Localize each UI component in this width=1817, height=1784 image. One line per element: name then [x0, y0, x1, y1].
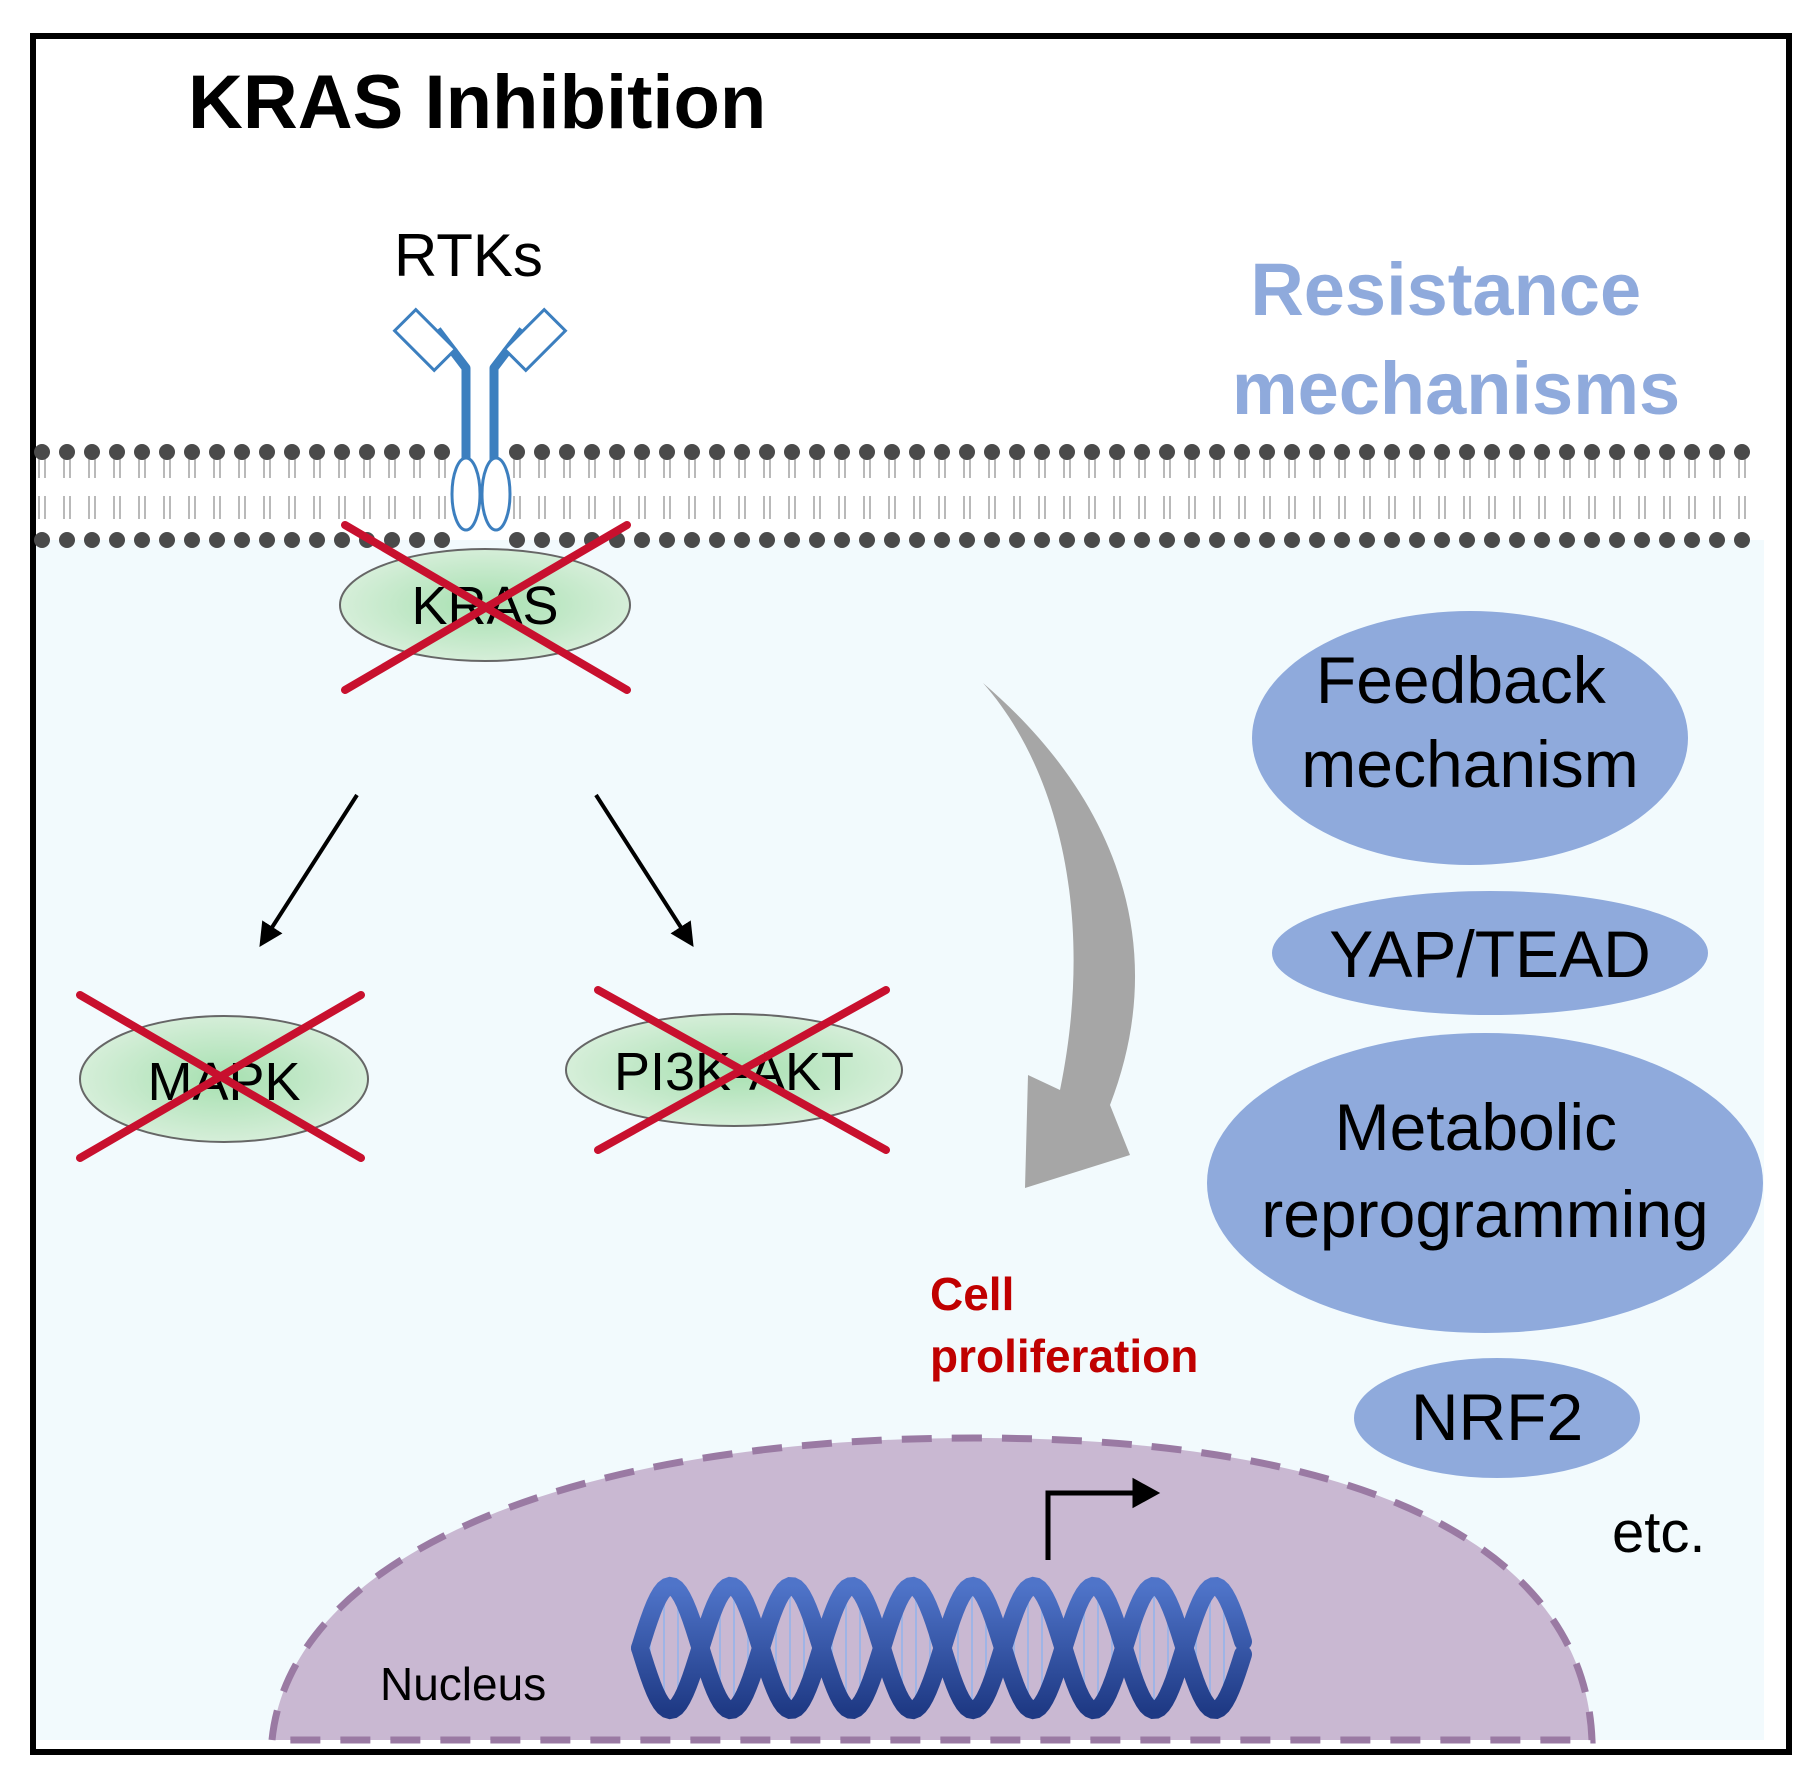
nucleus-label: Nucleus [380, 1658, 546, 1710]
mechanism-nrf2-label: NRF2 [1411, 1380, 1583, 1454]
mechanism-etc-label: etc. [1612, 1500, 1706, 1565]
mechanism-metabolic-label: Metabolic reprogramming [1261, 1090, 1709, 1251]
nucleus: Nucleus [268, 1434, 1596, 1744]
pi3k-akt-inhibition-cross-icon [594, 986, 890, 1154]
resistance-bypass-arrow [983, 683, 1136, 1188]
diagram-title: KRAS Inhibition [188, 60, 766, 145]
mechanism-feedback-label: Feedback mechanism [1301, 643, 1638, 801]
resistance-heading-line1: Resistance [1250, 248, 1641, 331]
cell-proliferation-label: Cell proliferation [930, 1268, 1198, 1382]
dna-helix-icon [631, 1576, 1252, 1720]
mechanism-feedback: Feedback mechanism [1252, 611, 1688, 865]
cell-membrane [34, 444, 1750, 548]
mapk-inhibition-cross-icon [76, 991, 365, 1162]
mapk-node: MAPK [76, 991, 369, 1162]
resistance-heading: Resistance mechanisms [1232, 248, 1680, 430]
pi3k-akt-node: PI3K-AKT [565, 986, 903, 1154]
mechanism-yap-tead-label: YAP/TEAD [1329, 917, 1651, 991]
kras-node: KRAS [339, 521, 631, 694]
arrow-kras-to-mapk [259, 793, 359, 948]
transcription-start-icon [1045, 1477, 1161, 1560]
kras-inhibition-cross-icon [341, 521, 631, 694]
rtk-receptor-icon [392, 307, 568, 532]
mechanism-yap-tead: YAP/TEAD [1272, 891, 1708, 1015]
mechanism-metabolic: Metabolic reprogramming [1207, 1033, 1763, 1333]
resistance-heading-line2: mechanisms [1232, 347, 1680, 430]
mechanism-nrf2: NRF2 [1354, 1358, 1640, 1478]
arrow-kras-to-pi3k [594, 793, 694, 948]
rtk-label: RTKs [394, 222, 543, 289]
